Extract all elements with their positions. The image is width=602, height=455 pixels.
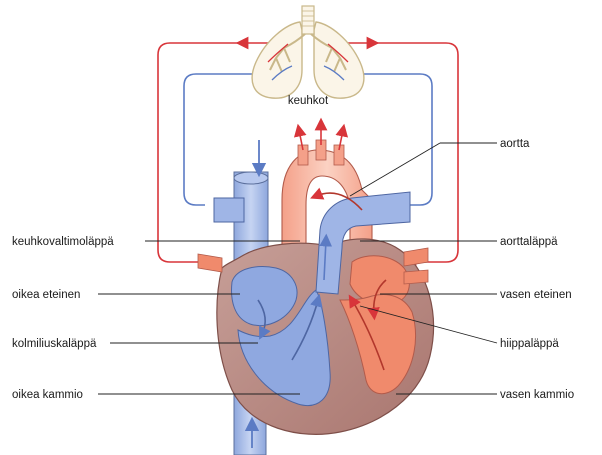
label-mitral-valve: hiippaläppä	[500, 338, 559, 350]
label-aorta: aortta	[500, 138, 530, 150]
label-lungs: keuhkot	[288, 95, 329, 107]
label-aortic-valve: aorttaläppä	[500, 236, 558, 248]
label-tricuspid-valve: kolmiliuskaläppä	[12, 338, 97, 350]
right-atrium	[231, 266, 298, 326]
lungs-illustration	[251, 5, 365, 99]
pulmonary-circulation-lines	[157, 36, 459, 269]
leader-lines	[98, 142, 498, 395]
pulmonary-artery	[315, 191, 411, 295]
label-right-ventricle: oikea kammio	[12, 389, 83, 401]
label-right-atrium: oikea eteinen	[12, 289, 80, 301]
heart-illustration	[197, 117, 435, 455]
left-ventricle	[339, 294, 417, 395]
label-left-atrium: vasen eteinen	[500, 289, 572, 301]
label-pulmonary-valve: keuhkovaltimoläppä	[12, 236, 114, 248]
label-left-ventricle: vasen kammio	[500, 389, 574, 401]
